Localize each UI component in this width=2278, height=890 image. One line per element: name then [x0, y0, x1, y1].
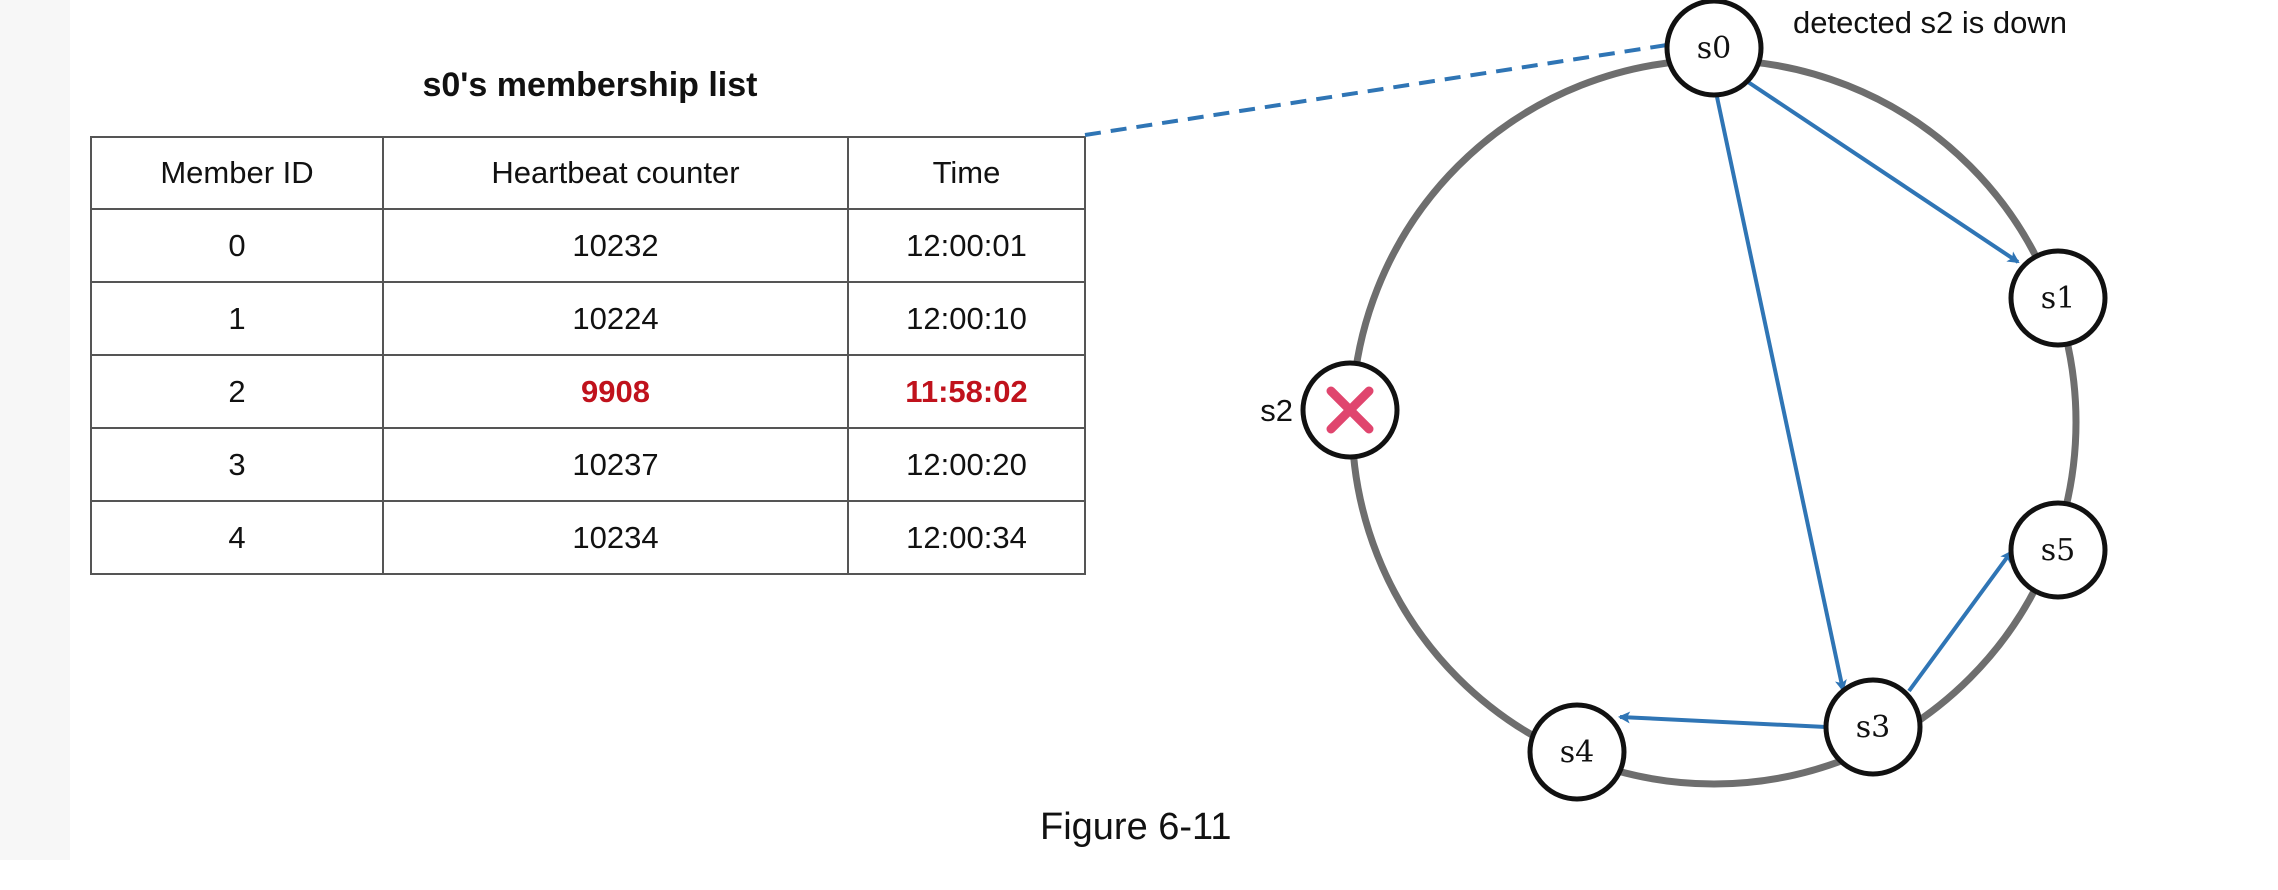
member-id-cell: 3	[90, 427, 384, 502]
heartbeat-cell: 10237	[382, 427, 849, 502]
node-s4: s4	[1527, 702, 1627, 802]
member-id-cell: 4	[90, 500, 384, 575]
member-id-cell: 2	[90, 354, 384, 429]
gossip-arrow-s3-s4	[1618, 711, 1827, 729]
node-s3: s3	[1823, 677, 1923, 777]
node-label-s4: s4	[1560, 735, 1594, 770]
table-row: 3 10237 12:00:20	[90, 427, 1086, 502]
member-id-cell: 0	[90, 208, 384, 283]
table-row-down: 2 9908 11:58:02	[90, 354, 1086, 429]
column-header-time: Time	[847, 136, 1086, 210]
time-cell: 12:00:20	[847, 427, 1086, 502]
time-cell-stale: 11:58:02	[847, 354, 1086, 429]
table-row: 1 10224 12:00:10	[90, 281, 1086, 356]
table-row: 4 10234 12:00:34	[90, 500, 1086, 575]
figure-caption: Figure 6-11	[1040, 806, 1232, 848]
node-label-s1: s1	[2041, 281, 2075, 316]
heartbeat-cell: 10232	[382, 208, 849, 283]
node-label-s5: s5	[2041, 533, 2075, 568]
detection-annotation: detected s2 is down	[1793, 5, 2067, 40]
gossip-arrow-s0-s3	[1715, 96, 1847, 692]
heartbeat-cell: 10224	[382, 281, 849, 356]
node-label-s2: s2	[1260, 393, 1293, 428]
table-header-row: Member ID Heartbeat counter Time	[90, 136, 1086, 210]
gossip-arrow-s0-s1	[1746, 80, 2020, 264]
table-connector-line	[1084, 43, 1668, 137]
table-row: 0 10232 12:00:01	[90, 208, 1086, 283]
node-label-s0: s0	[1697, 31, 1731, 66]
node-s1: s1	[2008, 248, 2108, 348]
time-cell: 12:00:34	[847, 500, 1086, 575]
node-label-s3: s3	[1856, 710, 1890, 745]
membership-table: Member ID Heartbeat counter Time 0 10232…	[90, 136, 1086, 575]
gossip-arrow-s3-s5	[1907, 550, 2013, 693]
heartbeat-cell-stale: 9908	[382, 354, 849, 429]
column-header-heartbeat: Heartbeat counter	[382, 136, 849, 210]
node-s5: s5	[2008, 500, 2108, 600]
time-cell: 12:00:01	[847, 208, 1086, 283]
node-s0: s0	[1664, 0, 1764, 98]
heartbeat-cell: 10234	[382, 500, 849, 575]
column-header-member-id: Member ID	[90, 136, 384, 210]
table-title: s0's membership list	[422, 66, 758, 104]
x-mark-icon	[1326, 386, 1374, 434]
background-strip	[0, 0, 70, 860]
member-id-cell: 1	[90, 281, 384, 356]
time-cell: 12:00:10	[847, 281, 1086, 356]
hash-ring	[1348, 56, 2080, 788]
node-s2-failed	[1300, 360, 1400, 460]
